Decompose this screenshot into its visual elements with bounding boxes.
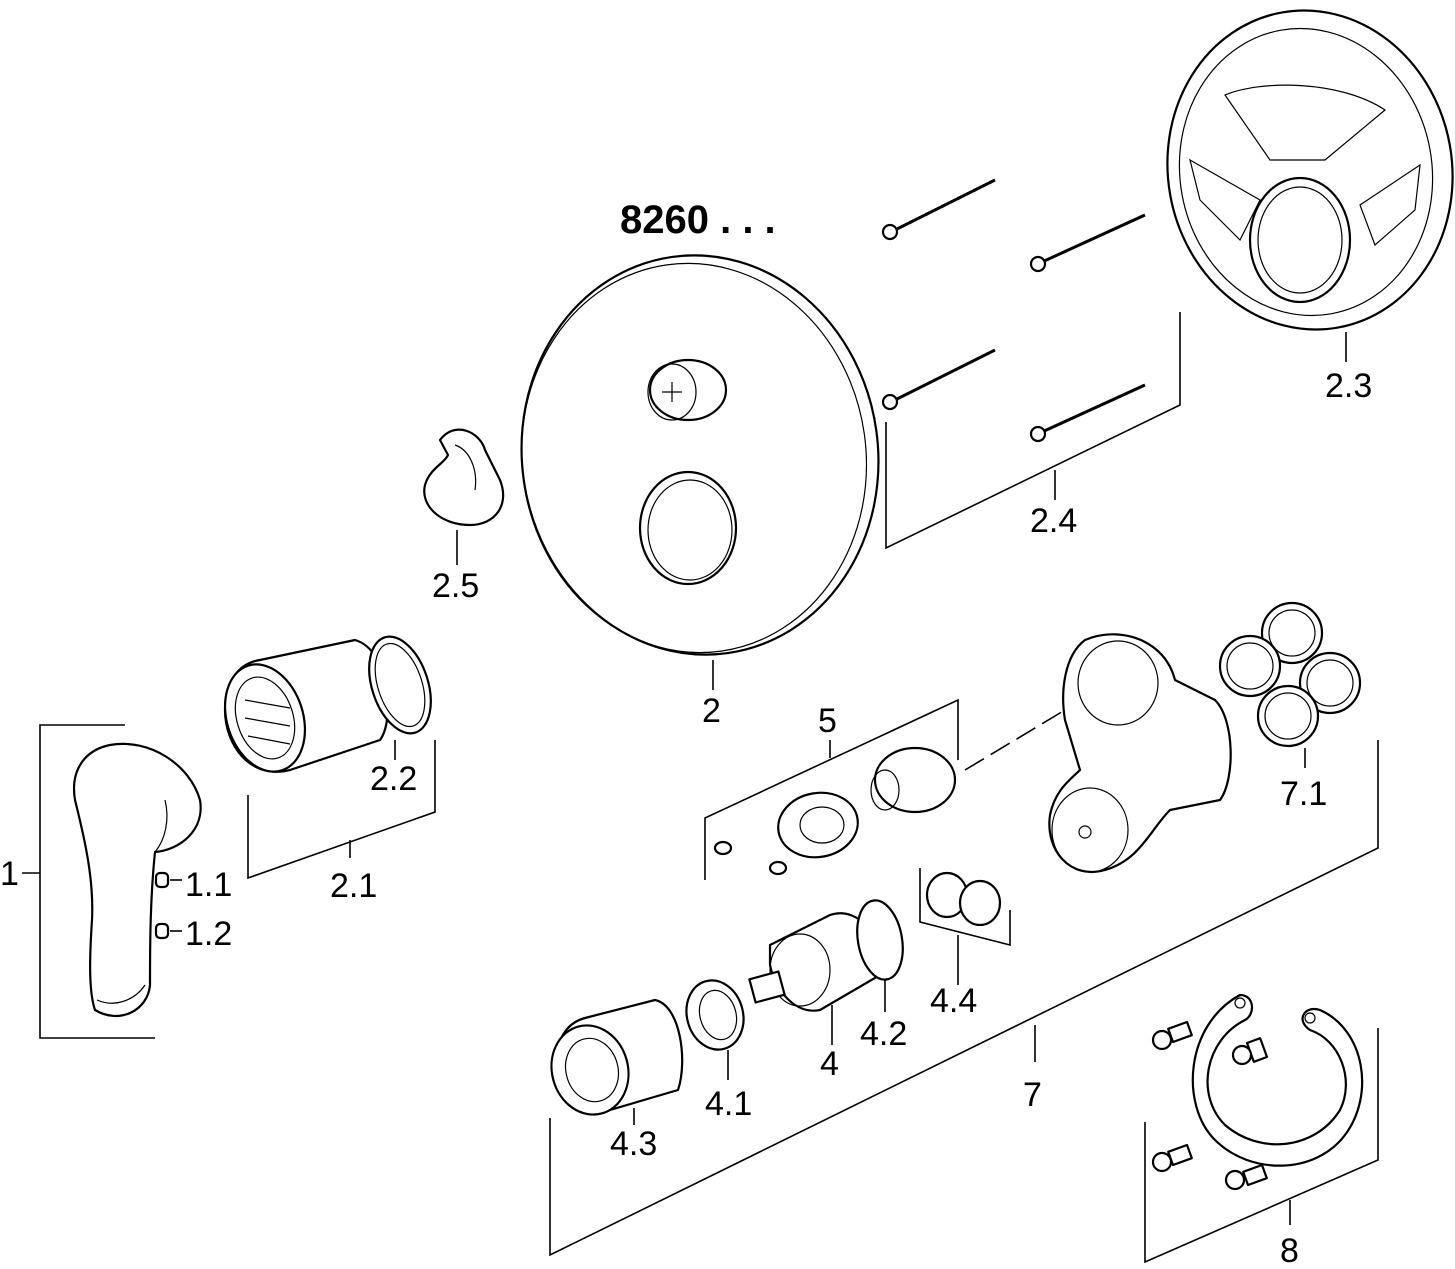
label-2-4: 2.4 xyxy=(1030,502,1077,540)
screw-b xyxy=(1029,213,1146,273)
label-8: 8 xyxy=(1280,1232,1299,1269)
label-2-1: 2.1 xyxy=(330,867,377,905)
label-2-3: 2.3 xyxy=(1325,367,1372,405)
part-5-components xyxy=(713,746,957,876)
assembly-axis-line xyxy=(964,709,1066,771)
part-1-1-screw xyxy=(154,871,182,889)
bracket-8 xyxy=(1144,1028,1379,1264)
label-4-2: 4.2 xyxy=(860,1015,907,1053)
part-2-2-o-ring xyxy=(368,635,432,735)
model-number-title: 8260 . . . xyxy=(620,198,776,242)
label-7-1: 7.1 xyxy=(1280,775,1327,813)
part-1-2-screw xyxy=(154,922,182,940)
part-4-3-sleeve xyxy=(550,998,684,1116)
bracket-4-4 xyxy=(919,868,1011,947)
part-2-3-mounting-ring xyxy=(1166,9,1454,331)
label-4-1: 4.1 xyxy=(705,1085,752,1123)
part-1-lever-handle xyxy=(72,742,202,1018)
label-1: 1 xyxy=(0,855,19,893)
label-4-3: 4.3 xyxy=(610,1125,657,1163)
label-4: 4 xyxy=(820,1045,839,1083)
part-2-1-sleeve xyxy=(223,638,390,773)
part-2-cover-plate xyxy=(520,254,880,656)
label-2-2: 2.2 xyxy=(370,760,417,798)
screw-a xyxy=(881,178,996,241)
label-7: 7 xyxy=(1023,1076,1042,1114)
part-4-4-o-rings xyxy=(925,871,1002,927)
label-1-2: 1.2 xyxy=(185,915,232,953)
screw-d xyxy=(1029,383,1146,443)
label-1-1: 1.1 xyxy=(185,866,232,904)
bracket-2-1 xyxy=(247,740,436,880)
part-4-1-nut xyxy=(685,979,745,1051)
label-4-4: 4.4 xyxy=(930,982,977,1020)
screw-c xyxy=(881,348,996,411)
bracket-5 xyxy=(704,698,959,880)
part-2-4-screws xyxy=(881,178,1146,443)
part-2-5-key xyxy=(423,428,505,527)
part-4-cartridge xyxy=(748,912,882,1012)
label-2-5: 2.5 xyxy=(432,567,479,605)
part-7-1-o-rings xyxy=(1218,601,1362,748)
part-8-mounting-clamp xyxy=(1191,993,1364,1167)
part-8-screws xyxy=(1151,1020,1269,1191)
part-4-2-ring xyxy=(856,899,904,981)
bracket-7 xyxy=(549,740,1379,1257)
label-2: 2 xyxy=(702,692,721,730)
part-7-valve-body xyxy=(1048,633,1232,873)
label-5: 5 xyxy=(818,702,837,740)
part-1-bracket xyxy=(22,724,155,1039)
bracket-2-4 xyxy=(885,312,1181,550)
